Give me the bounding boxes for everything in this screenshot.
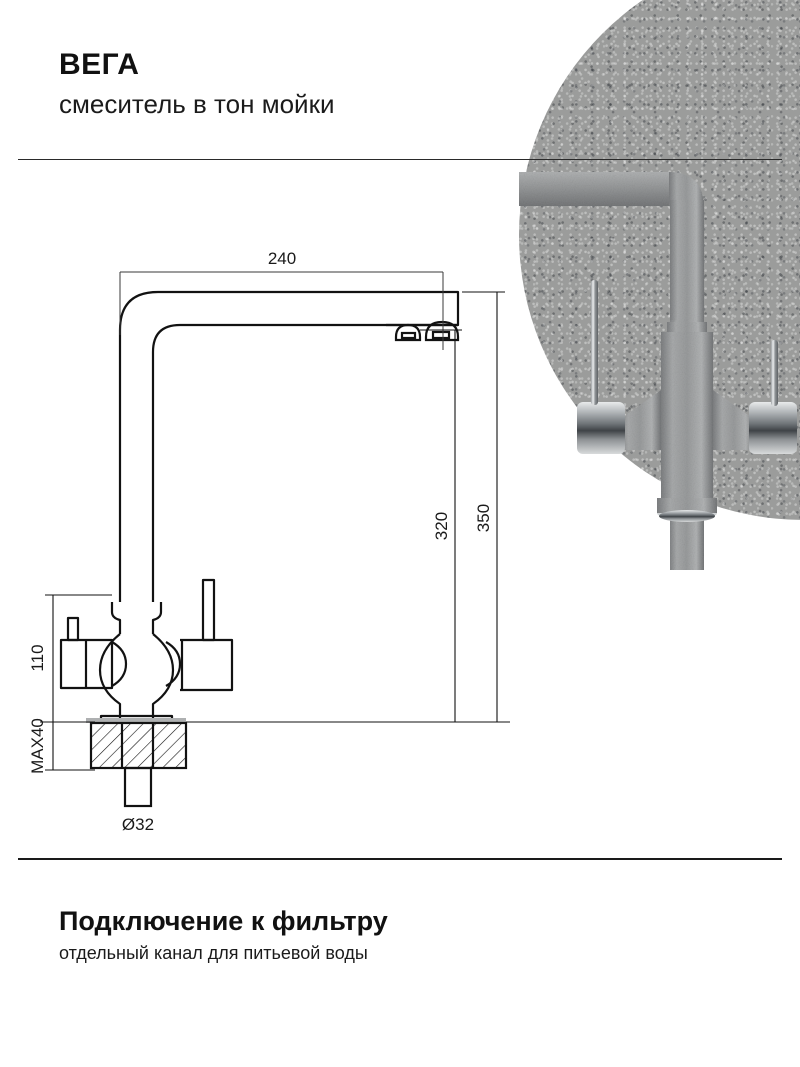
page-subtitle: смеситель в тон мойки [59,89,335,119]
product-photo-faucet [519,172,797,570]
footer-heading: Подключение к фильтру [59,906,388,936]
dimension-label-diameter-32: Ø32 [122,815,154,834]
dimension-350 [462,291,505,723]
dimension-max40 [45,722,95,771]
header-text-block: ВЕГА смеситель в тон мойки [59,48,334,120]
dimension-label-350: 350 [474,504,493,532]
technical-drawing: 240 320 350 110 MAX40 Ø32 [28,249,510,834]
countertop-section [89,721,188,770]
dimension-label-240: 240 [268,249,296,268]
dimension-320 [420,329,462,723]
footer-text-block: Подключение к фильтру отдельный канал дл… [59,906,388,964]
dimension-label-320: 320 [432,512,451,540]
page-title: ВЕГА [59,48,140,81]
footer-divider [18,858,782,860]
dimension-label-110: 110 [28,644,47,671]
dimension-240 [119,271,444,350]
dimension-label-max40: MAX40 [28,718,47,774]
header-divider [18,159,782,160]
footer-caption: отдельный канал для питьевой воды [59,942,368,963]
